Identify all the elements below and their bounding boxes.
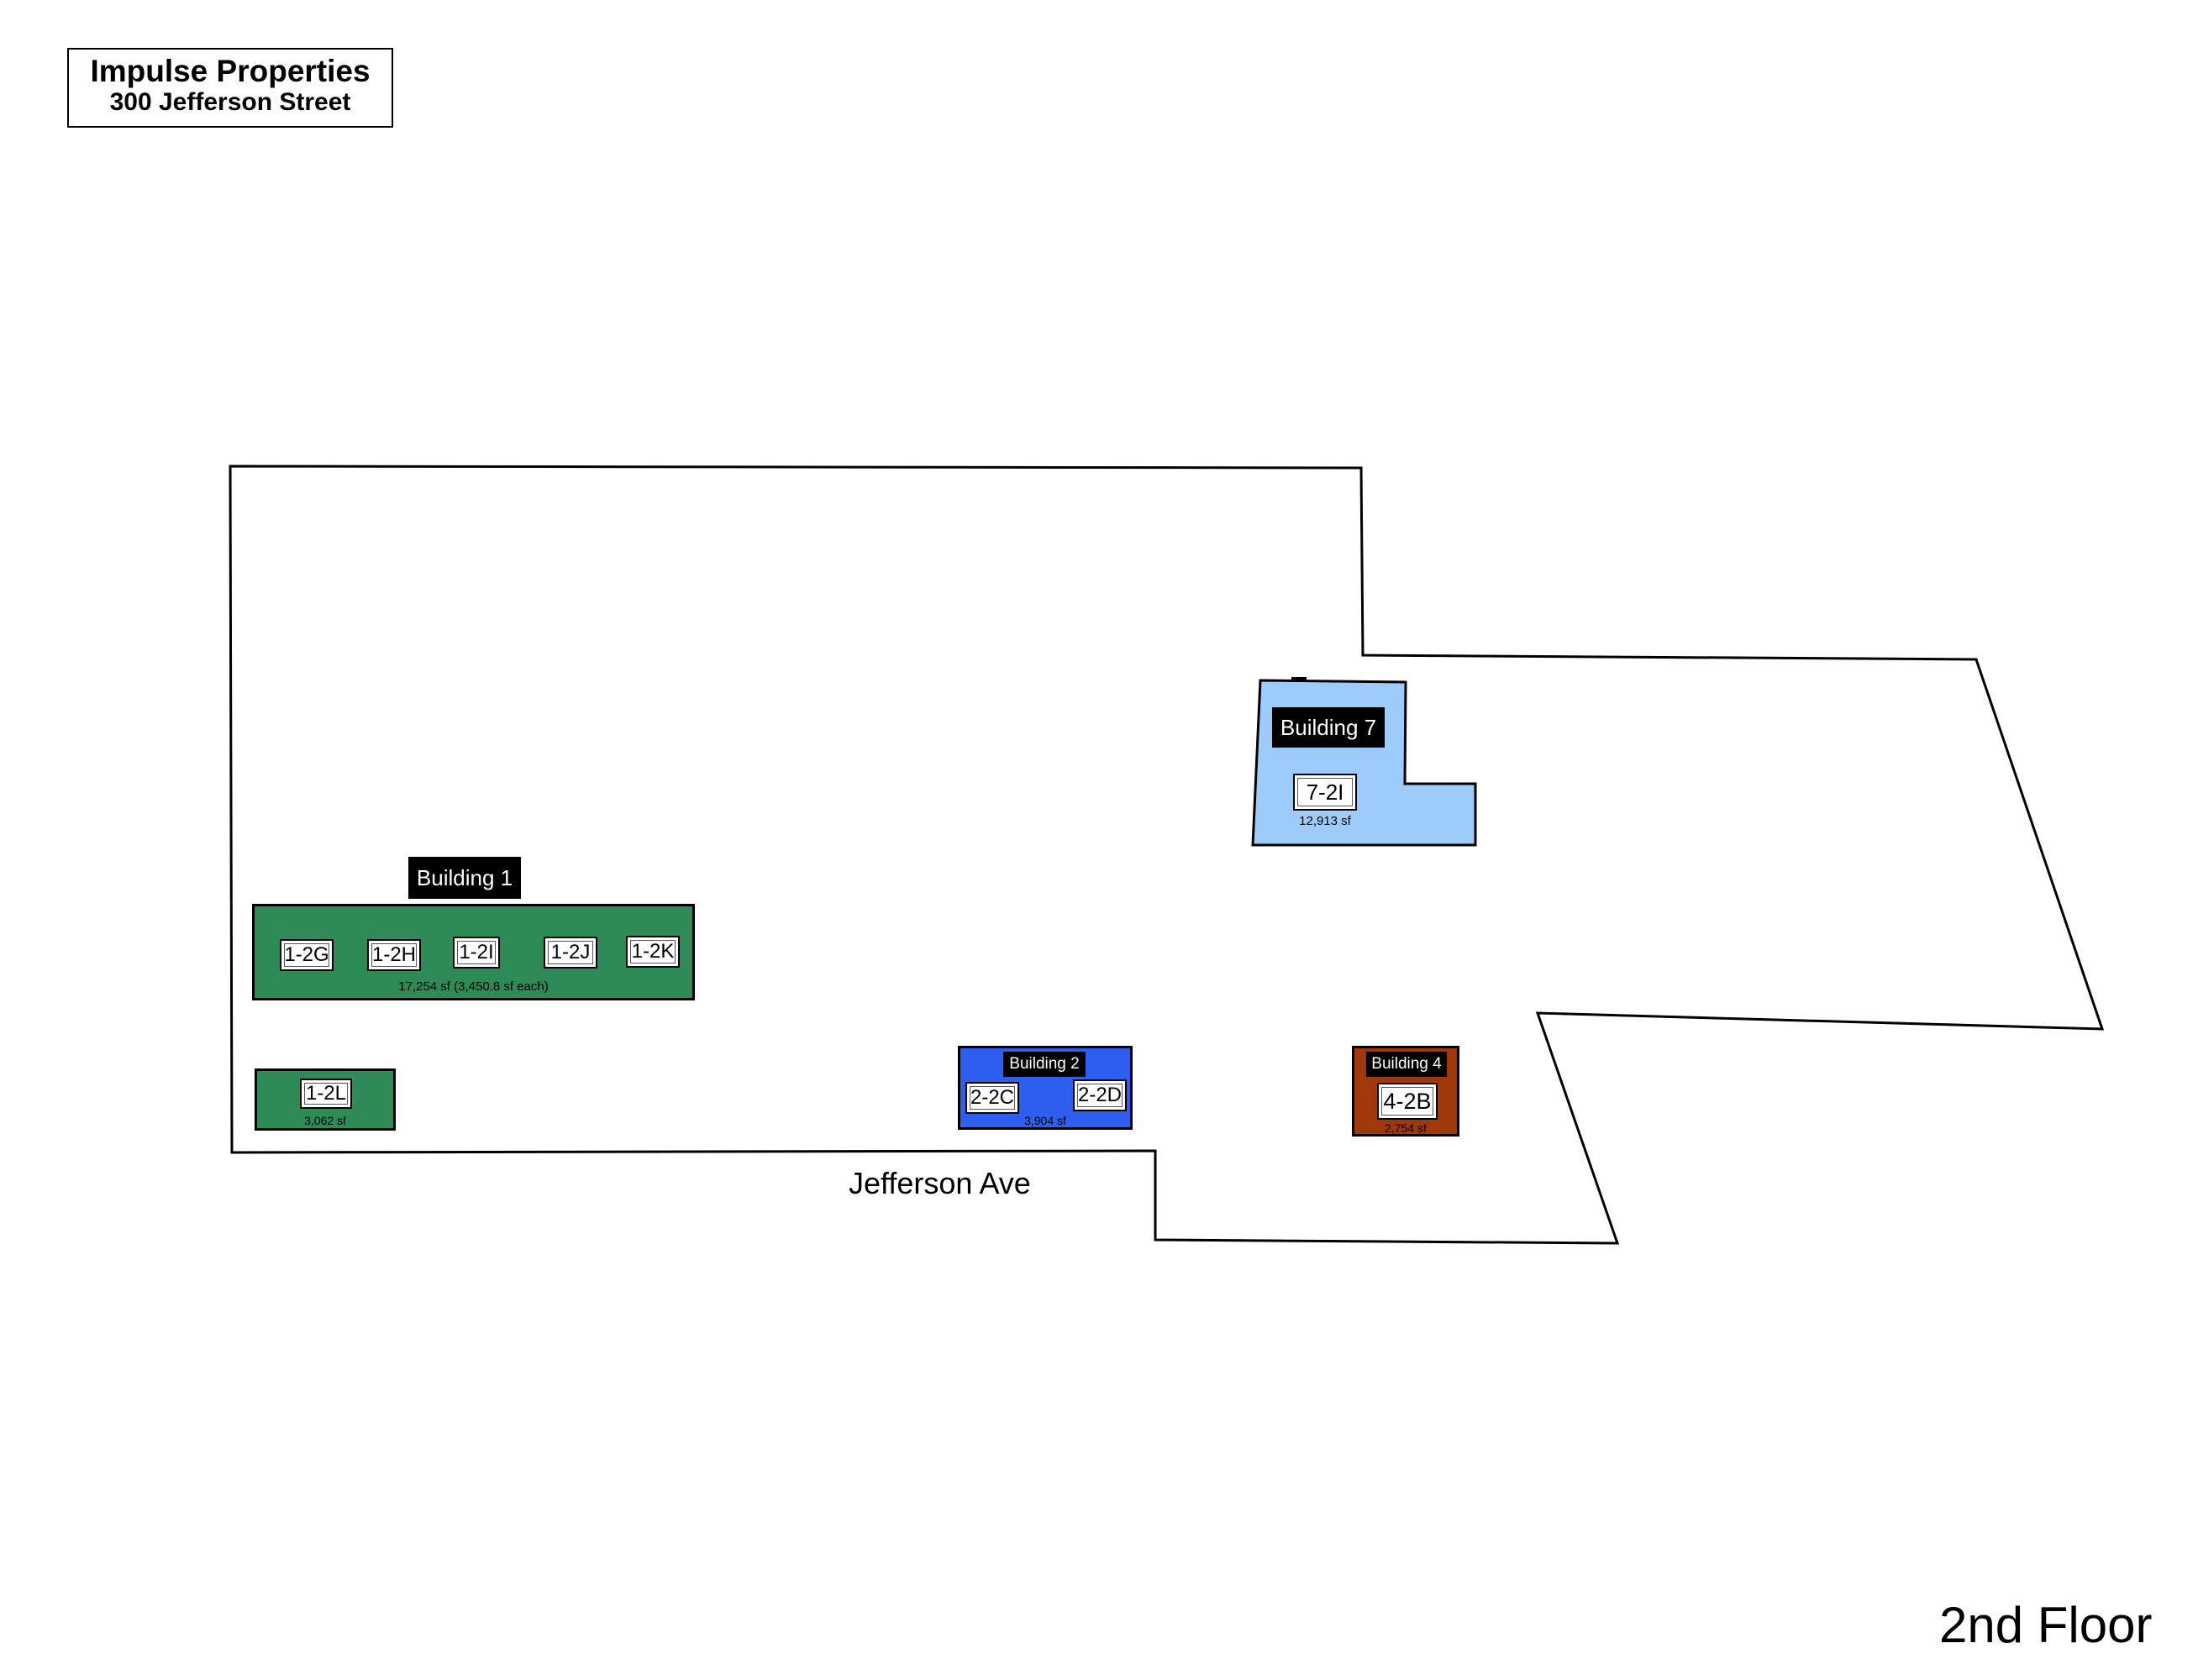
unit-7-2I[interactable]: 7-2I bbox=[1293, 774, 1357, 811]
building-7-area: 12,913 sf bbox=[1299, 814, 1351, 828]
unit-4-2B[interactable]: 4-2B bbox=[1377, 1083, 1438, 1120]
building-4-area: 2,754 sf bbox=[1385, 1121, 1427, 1135]
building-7-label: Building 7 bbox=[1272, 707, 1385, 748]
site-boundary bbox=[229, 465, 2105, 1245]
unit-2-2C[interactable]: 2-2C bbox=[965, 1082, 1019, 1114]
floor-label: 2nd Floor bbox=[1939, 1597, 2153, 1653]
street-label: Jefferson Ave bbox=[849, 1166, 1031, 1200]
building-2[interactable]: Building 2 2-2C 2-2D 3,904 sf bbox=[958, 1046, 1133, 1130]
unit-2-2D[interactable]: 2-2D bbox=[1073, 1079, 1127, 1111]
unit-1-2G[interactable]: 1-2G bbox=[280, 939, 334, 971]
building-2-area: 3,904 sf bbox=[1024, 1114, 1066, 1127]
unit-1-2I[interactable]: 1-2I bbox=[453, 937, 500, 969]
building-4[interactable]: Building 4 4-2B 2,754 sf bbox=[1352, 1046, 1459, 1137]
property-title-box: Impulse Properties 300 Jefferson Street bbox=[67, 48, 393, 128]
building-1[interactable]: 1-2G 1-2H 1-2I 1-2J 1-2K 17,254 sf (3,45… bbox=[252, 904, 695, 1000]
company-name: Impulse Properties bbox=[90, 54, 371, 88]
unit-1-2K[interactable]: 1-2K bbox=[626, 936, 680, 968]
building-1-annex-area: 3,062 sf bbox=[304, 1114, 346, 1127]
building-1-label: Building 1 bbox=[408, 857, 521, 899]
property-address: 300 Jefferson Street bbox=[109, 88, 351, 116]
building-1-annex[interactable]: 1-2L 3,062 sf bbox=[255, 1068, 396, 1131]
building-2-label: Building 2 bbox=[1003, 1052, 1086, 1077]
building-1-area: 17,254 sf (3,450.8 sf each) bbox=[398, 979, 549, 994]
unit-1-2J[interactable]: 1-2J bbox=[544, 937, 597, 969]
building-4-label: Building 4 bbox=[1366, 1052, 1447, 1077]
building-7-marker bbox=[1291, 677, 1307, 682]
unit-1-2H[interactable]: 1-2H bbox=[367, 939, 421, 971]
unit-1-2L[interactable]: 1-2L bbox=[300, 1079, 352, 1109]
